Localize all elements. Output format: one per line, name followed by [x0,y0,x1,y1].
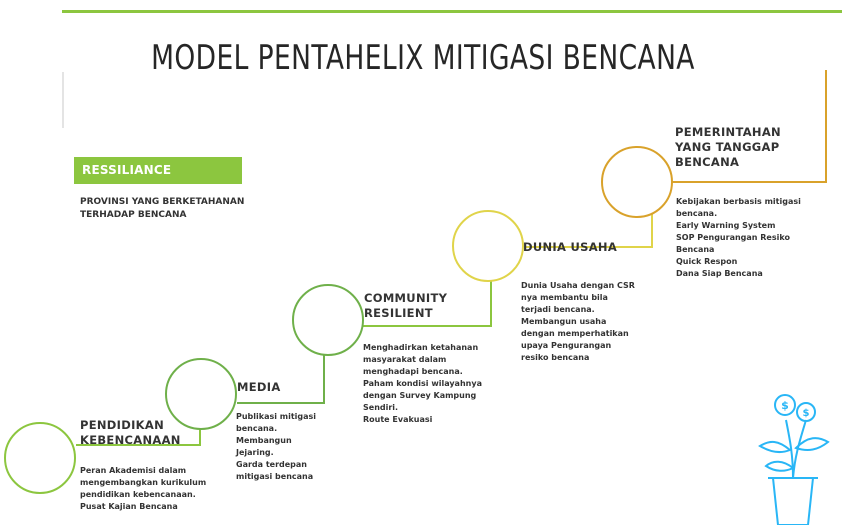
stage-circle-1 [4,422,76,494]
desc-line: Dana Siap Bencana [676,269,763,278]
desc-line: Publikasi mitigasi [236,412,317,421]
stage-title-line: DUNIA USAHA [523,240,618,254]
desc-line: Menghadirkan ketahanan [363,343,479,352]
stage-title-dunia-usaha: DUNIA USAHA [523,240,617,255]
desc-line: Peran Akademisi dalam [80,466,187,475]
stage-title-line: RESILIENT [364,306,433,320]
desc-line: resiko bencana [521,353,590,362]
province-subtitle: PROVINSI YANG BERKETAHANAN TERHADAP BENC… [80,196,244,222]
desc-line: SOP Pengurangan Resiko [676,233,790,242]
stage-desc-media: Publikasi mitigasi bencana. Membangun Je… [236,411,316,483]
subtitle-line: PROVINSI YANG BERKETAHANAN [80,197,245,207]
desc-line: bencana. [676,209,718,218]
desc-line: menghadapi bencana. [363,367,463,376]
stage-title-pemerintahan: PEMERINTAHAN YANG TANGGAP BENCANA [675,125,781,170]
stage-desc-pendidikan: Peran Akademisi dalam mengembangkan kuri… [80,465,206,513]
connector-5 [672,70,827,183]
stage-desc-community: Menghadirkan ketahanan masyarakat dalam … [363,342,482,426]
stage-desc-dunia-usaha: Dunia Usaha dengan CSR nya membantu bila… [521,280,635,364]
desc-line: Pusat Kajian Bencana [80,502,178,511]
stage-title-community: COMMUNITY RESILIENT [364,291,447,321]
stage-title-media: MEDIA [237,380,281,395]
desc-line: Garda terdepan [236,460,307,469]
desc-line: Kebijakan berbasis mitigasi [676,197,801,206]
subtitle-line: TERHADAP BENCANA [80,210,187,220]
desc-line: bencana. [236,424,278,433]
stage-title-line: YANG TANGGAP [675,140,780,154]
desc-line: Membangun [236,436,292,445]
desc-line: mitigasi bencana [236,472,314,481]
desc-line: Membangun usaha [521,317,607,326]
stage-circle-4 [452,210,524,282]
stage-title-line: MEDIA [237,380,281,394]
stage-title-line: BENCANA [675,155,740,169]
stage-circle-5 [601,146,673,218]
dollar-sign-1: $ [781,399,789,412]
page-title: MODEL PENTAHELIX MITIGASI BENCANA [151,38,695,78]
desc-line: Dunia Usaha dengan CSR [521,281,635,290]
desc-line: nya membantu bila [521,293,608,302]
desc-line: Bencana [676,245,715,254]
desc-line: Route Evakuasi [363,415,433,424]
desc-line: Jejaring. [236,448,274,457]
stage-title-line: PEMERINTAHAN [675,125,781,139]
stage-title-line: COMMUNITY [364,291,448,305]
stage-title-pendidikan: PENDIDIKAN KEBENCANAAN [80,418,181,448]
desc-line: Early Warning System [676,221,776,230]
desc-line: mengembangkan kurikulum [80,478,207,487]
desc-line: masyarakat dalam [363,355,447,364]
ressiliance-province-badge: RESSILIANCE PROVINCE [74,157,242,204]
money-plant-icon [758,394,830,525]
stage-desc-pemerintahan: Kebijakan berbasis mitigasi bencana. Ear… [676,196,801,280]
stage-title-line: PENDIDIKAN [80,418,164,432]
desc-line: dengan memperhatikan [521,329,629,338]
dollar-sign-2: $ [803,408,810,419]
desc-line: Quick Respon [676,257,738,266]
desc-line: pendidikan kebencanaan. [80,490,196,499]
desc-line: dengan Survey Kampung [363,391,477,400]
stage-title-line: KEBENCANAAN [80,433,181,447]
desc-line: upaya Pengurangan [521,341,612,350]
top-accent-bar [62,10,842,13]
desc-line: Sendiri. [363,403,399,412]
desc-line: terjadi bencana. [521,305,595,314]
desc-line: Paham kondisi wilayahnya [363,379,482,388]
stage-circle-2 [165,358,237,430]
stage-circle-3 [292,284,364,356]
